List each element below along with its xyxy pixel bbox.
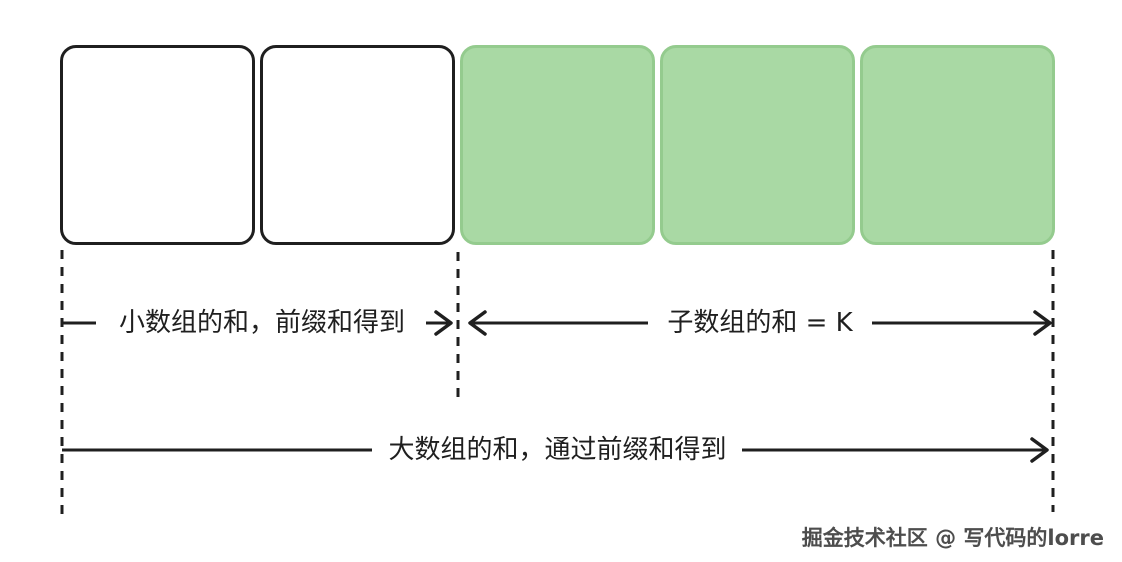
array-cell-green-3 bbox=[860, 45, 1055, 245]
big-array-label: 大数组的和，通过前缀和得到 bbox=[388, 435, 727, 465]
arrow-right-icon bbox=[1030, 437, 1049, 463]
watermark-text: 掘金技术社区 @ 写代码的lorre bbox=[801, 526, 1104, 550]
subarray-sum-label: 子数组的和 = K bbox=[667, 308, 853, 338]
array-row bbox=[60, 45, 1055, 245]
array-cell-white-2 bbox=[260, 45, 455, 245]
small-array-label: 小数组的和，前缀和得到 bbox=[118, 308, 405, 338]
arrow-right-icon bbox=[1033, 310, 1052, 336]
array-cell-white-1 bbox=[60, 45, 255, 245]
arrow-right-icon bbox=[434, 310, 453, 336]
dashed-guide-lines bbox=[60, 250, 1055, 516]
arrow-left-icon bbox=[468, 310, 487, 336]
array-cell-green-1 bbox=[460, 45, 655, 245]
array-cell-green-2 bbox=[660, 45, 855, 245]
